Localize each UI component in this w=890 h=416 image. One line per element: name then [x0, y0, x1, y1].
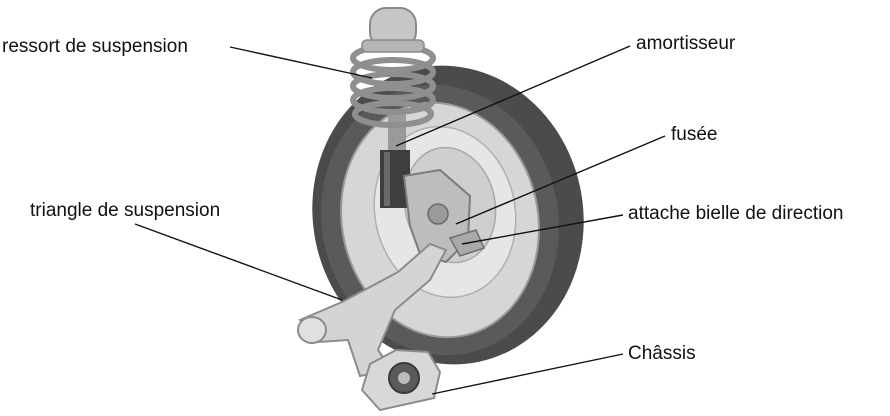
label-ressort: ressort de suspension [2, 36, 188, 57]
shock-highlight [384, 152, 390, 206]
leader-lines [134, 45, 666, 395]
control-arm-illustration [297, 242, 448, 378]
leader-amortisseur [395, 45, 631, 147]
leader-ressort [229, 46, 373, 79]
leader-fusee [455, 135, 666, 225]
leader-attache [461, 214, 624, 245]
knuckle-illustration [402, 168, 486, 264]
label-triangle: triangle de suspension [30, 200, 221, 221]
chassis-bracket-illustration [360, 348, 442, 412]
label-amortisseur: amortisseur [636, 33, 736, 54]
label-chassis: Châssis [628, 343, 696, 364]
leader-triangle [134, 223, 343, 301]
label-fusee: fusée [671, 124, 718, 145]
leader-chassis [431, 353, 624, 395]
front-bushing [297, 316, 327, 344]
strut-top-mount [361, 7, 425, 53]
label-attache: attache bielle de direction [628, 203, 844, 224]
